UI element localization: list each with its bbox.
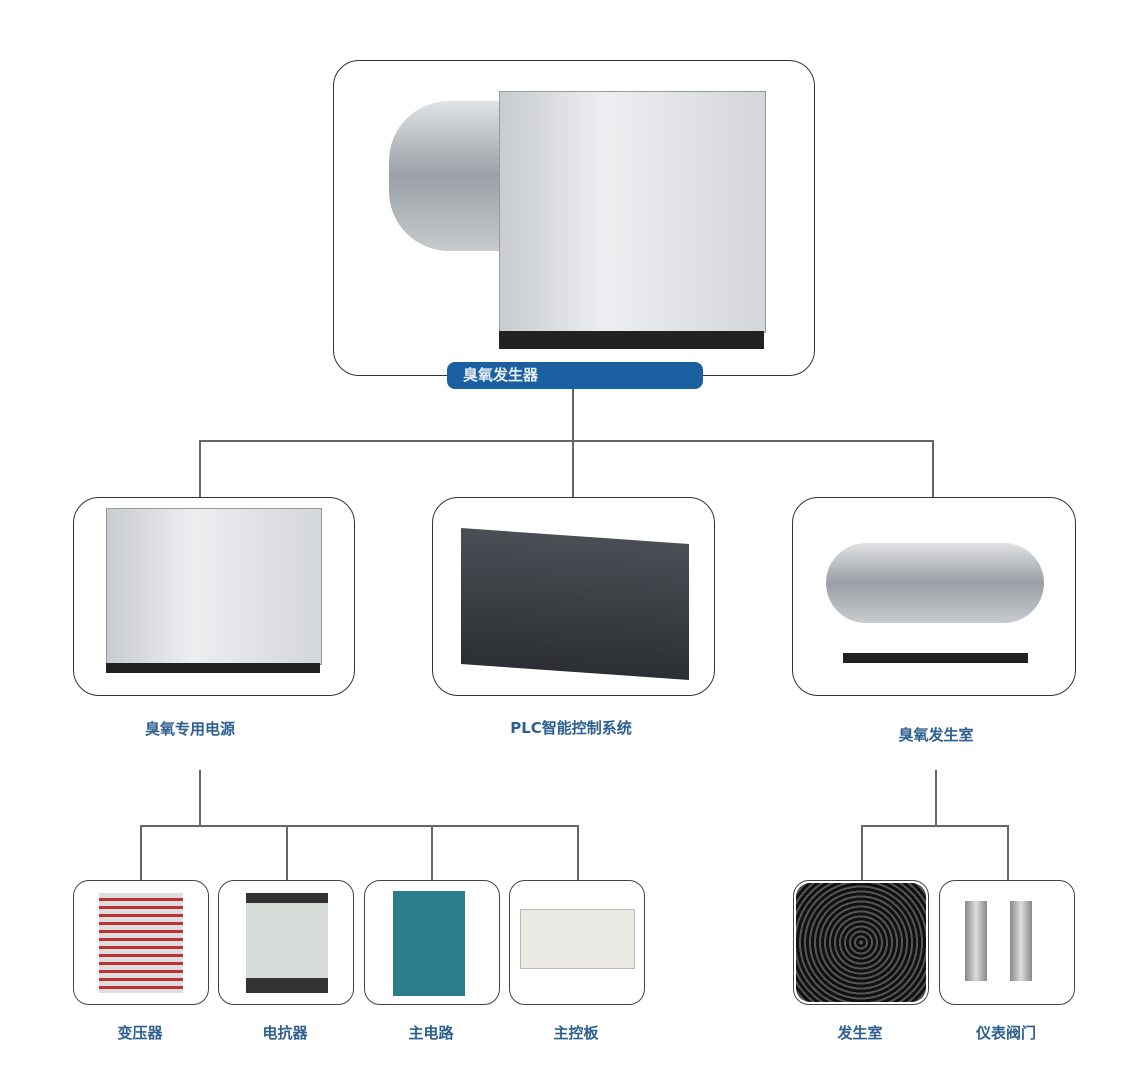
instrument-valve-image-box <box>939 880 1075 1005</box>
main-board-image-box <box>509 880 645 1005</box>
connector <box>572 440 574 498</box>
cabinet-base <box>499 331 764 349</box>
ozone-generator-image-box <box>333 60 815 376</box>
reactor-label: 电抗器 <box>262 1024 308 1042</box>
power-cabinet-image <box>106 508 322 665</box>
chamber-label: 臭氧发生室 <box>898 726 974 744</box>
reactor-image-box <box>218 880 354 1005</box>
instrument-valve-label: 仪表阀门 <box>975 1024 1036 1042</box>
transformer-image-box <box>73 880 209 1005</box>
main-circuit-label: 主电路 <box>408 1024 454 1042</box>
main-board-label: 主控板 <box>553 1024 599 1042</box>
power-supply-label: 臭氧专用电源 <box>144 720 235 738</box>
connector <box>199 440 933 442</box>
connector <box>199 440 201 498</box>
chamber-tank-image <box>826 543 1044 623</box>
transformer-label: 变压器 <box>117 1024 163 1042</box>
plc-label: PLC智能控制系统 <box>510 719 632 737</box>
main-circuit-image-box <box>364 880 500 1005</box>
connector <box>572 389 574 440</box>
plc-image-box <box>432 497 715 696</box>
connector <box>932 440 934 498</box>
discharge-chamber-label: 发生室 <box>837 1024 883 1042</box>
root-node-label: 臭氧发生器 <box>447 362 703 389</box>
power-supply-image-box <box>73 497 355 696</box>
generation-chamber-image-box <box>792 497 1076 696</box>
cabinet-image <box>499 91 766 333</box>
ozone-tank-image <box>389 101 519 251</box>
plc-image <box>461 528 689 680</box>
discharge-chamber-image-box <box>793 880 929 1005</box>
